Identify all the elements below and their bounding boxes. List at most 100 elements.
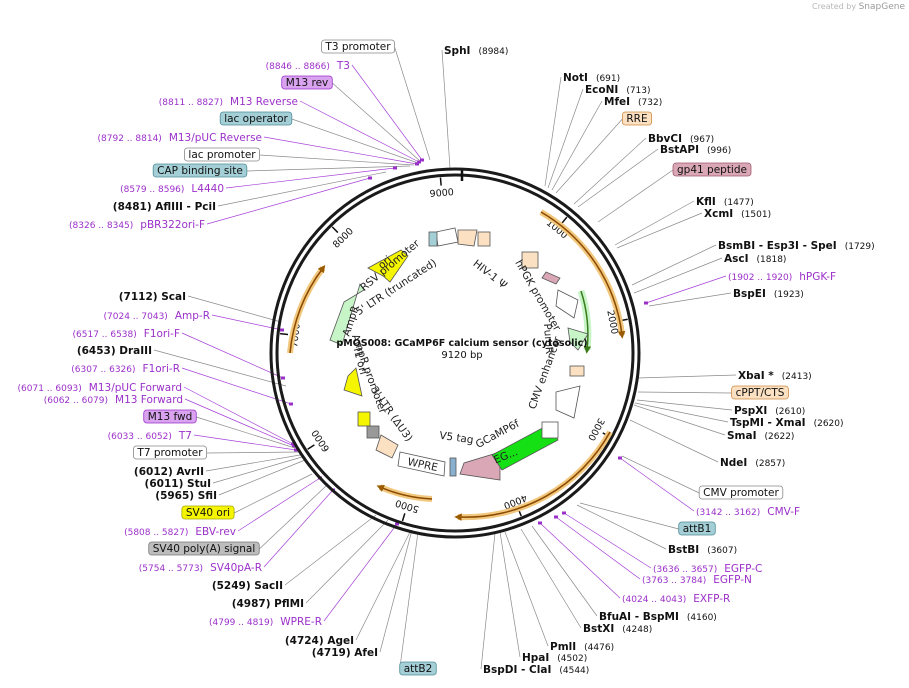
feature-box-label: attB2 [404, 663, 433, 675]
enzyme-label: (5249) SacII [212, 580, 283, 592]
feature-box-label: T7 promoter [136, 447, 203, 459]
map-label: M13 fwd [143, 409, 197, 424]
enzyme-label: NotI(691) [563, 72, 620, 84]
ltr5-feature [457, 229, 478, 247]
map-label: (7112) ScaI [119, 291, 186, 303]
map-label: lac operator [219, 111, 293, 126]
rsv-feature [435, 227, 459, 247]
map-label: (4987) PflMI [232, 598, 304, 610]
primer-label: (5754 .. 5773)SV40pA-R [139, 562, 262, 574]
primer-mark [395, 522, 399, 526]
feature-box-label: attB1 [683, 523, 712, 535]
leader-line [299, 100, 420, 163]
primer-label: (6071 .. 6093)M13/pUC Forward [18, 382, 182, 394]
map-label: (5808 .. 5827)EBV-rev [124, 526, 236, 538]
map-label: CAP binding site [152, 163, 248, 178]
leader-line [211, 314, 283, 331]
inner-features [329, 227, 589, 481]
feature-box [672, 162, 752, 177]
plasmid-name: pMOS008: GCaMP6F calcium sensor (cytosol… [336, 338, 587, 349]
tick-mark [439, 177, 442, 186]
leader-line [619, 457, 695, 512]
feature-box [621, 111, 653, 126]
feature-box-label: M13 rev [286, 77, 329, 89]
tick-label: 9000 [429, 187, 454, 200]
backbone-inner [275, 173, 635, 533]
primer-label: (8792 .. 8814)M13/pUC Reverse [98, 132, 262, 144]
ampr-feature [329, 283, 365, 346]
feature-box [281, 75, 333, 90]
leader-line [399, 531, 419, 670]
map-label: (4024 .. 4043)EXFP-R [622, 593, 730, 605]
leader-line [212, 456, 303, 484]
enzyme-label: EcoNI(713) [585, 84, 651, 96]
primer-mark [562, 511, 566, 515]
feature-box [321, 39, 395, 54]
enzyme-label: NdeI(2857) [720, 457, 785, 469]
enzyme-label: TspMI - XmaI(2620) [730, 417, 844, 429]
map-label: (5249) SacII [212, 580, 283, 592]
leader-line [480, 532, 496, 670]
map-label: SV40 poly(A) signal [148, 541, 260, 556]
leader-line [563, 512, 652, 569]
map-label: (8811 .. 8827)M13 Reverse [159, 96, 298, 108]
map-label: (3142 .. 3162)CMV-F [696, 506, 800, 518]
snapgene-watermark: Created by SnapGene [812, 2, 905, 12]
enzyme-label: BspDI - ClaI(4544) [483, 664, 589, 676]
map-label: (8326 .. 8345)pBR322ori-F [69, 219, 205, 231]
map-label: (6071 .. 6093)M13/pUC Forward [18, 382, 182, 394]
leader-line [183, 386, 294, 445]
primer-mark [280, 328, 284, 332]
map-label: (4799 .. 4819)WPRE-R [209, 616, 322, 628]
primer-mark [420, 158, 424, 162]
primer-label: (5808 .. 5827)EBV-rev [124, 526, 236, 538]
outer-arcs [287, 209, 626, 521]
enzyme-label: (6453) DraIII [77, 345, 152, 357]
leader-line [636, 399, 733, 411]
ori-feature [367, 249, 409, 283]
map-label: BsmBI - Esp3I - SpeI(1729) [718, 240, 875, 252]
primer-mark [554, 515, 558, 519]
cmv-enhancer-feature [555, 385, 581, 419]
feature-box-label: RRE [626, 113, 647, 125]
map-label: (6453) DraIII [77, 345, 152, 357]
leader-line [621, 455, 700, 494]
map-label: (3763 .. 3784)EGFP-N [642, 574, 752, 586]
feature-label: V5 tag [439, 430, 475, 447]
primer-label: (8326 .. 8345)pBR322ori-F [69, 219, 205, 231]
map-label: (4719) AfeI [312, 647, 378, 659]
lac-feature [428, 231, 438, 247]
primer-mark [291, 442, 295, 446]
map-label: (4724) AgeI [285, 635, 354, 647]
rre-feature [521, 251, 539, 269]
map-label: KflI(1477) [696, 196, 754, 208]
leader-line [259, 154, 415, 166]
leader-line [577, 148, 659, 208]
feature-box [399, 661, 437, 676]
leader-line [259, 485, 327, 550]
primer-label: (1902 .. 1920)hPGK-F [728, 271, 836, 283]
enzyme-label: (4724) AgeI [285, 635, 354, 647]
feature-box-label: gp41 peptide [677, 164, 747, 176]
leader-line [629, 419, 719, 463]
v5-tag-feature [449, 457, 457, 477]
feature-box [219, 111, 293, 126]
leader-line [547, 88, 584, 189]
plasmid-size: 9120 bp [441, 350, 482, 361]
map-label: (8481) AflIII - PciI [113, 201, 216, 213]
enzyme-label: (7112) ScaI [119, 291, 186, 303]
map-label: BbvCI(967) [648, 133, 714, 145]
leader-line [196, 416, 296, 449]
map-label: (6307 .. 6326)F1ori-R [71, 363, 180, 375]
feature-box-label: M13 fwd [148, 411, 193, 423]
leader-line [637, 374, 737, 379]
leader-line [305, 519, 389, 604]
map-label: SphI(8984) [444, 45, 508, 57]
leader-line [332, 82, 421, 162]
leader-line [181, 332, 284, 379]
map-label: (1902 .. 1920)hPGK-F [728, 271, 836, 283]
leader-line [531, 525, 598, 617]
leader-line [631, 244, 717, 286]
enzyme-label: XbaI *(2413) [738, 370, 812, 382]
